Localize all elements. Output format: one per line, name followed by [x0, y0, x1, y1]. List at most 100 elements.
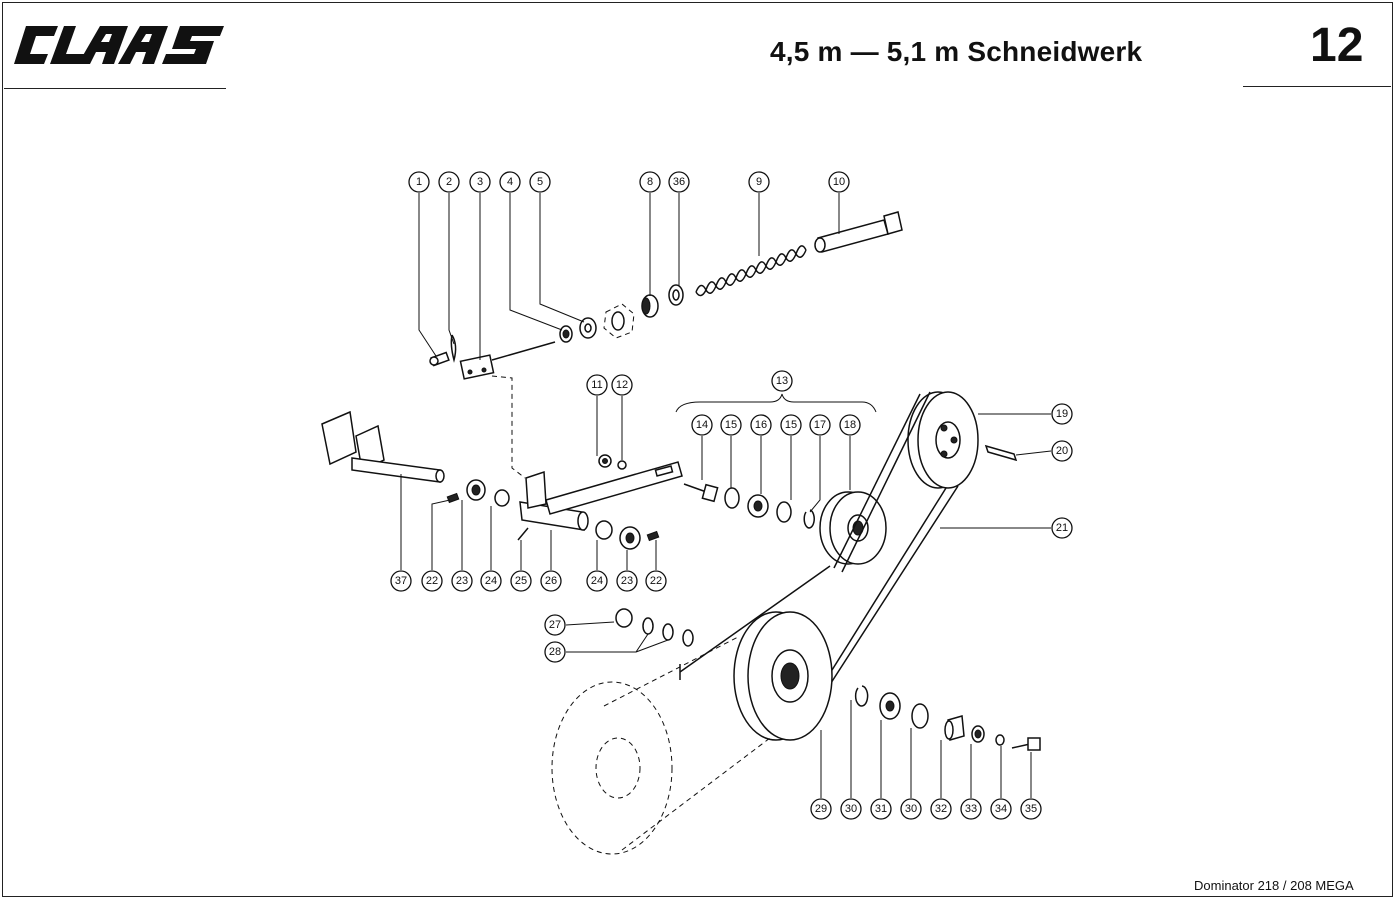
- svg-text:5: 5: [537, 176, 543, 188]
- svg-text:2: 2: [446, 176, 452, 188]
- callout-36: 36: [668, 171, 690, 193]
- circlip-30b: [911, 703, 929, 729]
- callout-37: 37: [390, 570, 412, 592]
- bearing-23b: [619, 526, 641, 550]
- svg-text:16: 16: [755, 419, 767, 431]
- tension-rod-3: [459, 341, 556, 380]
- svg-text:31: 31: [875, 803, 887, 815]
- svg-text:37: 37: [395, 575, 407, 587]
- circlip-30: [854, 685, 869, 707]
- washer-5: [579, 317, 597, 339]
- svg-text:36: 36: [673, 176, 685, 188]
- callout-26: 26: [540, 570, 562, 592]
- callout-20: 20: [1051, 440, 1073, 462]
- svg-text:18: 18: [844, 419, 856, 431]
- callout-23b: 23: [616, 570, 638, 592]
- callout-4: 4: [499, 171, 521, 193]
- svg-text:27: 27: [549, 619, 561, 631]
- callout-9: 9: [748, 171, 770, 193]
- svg-text:33: 33: [965, 803, 977, 815]
- callout-8: 8: [639, 171, 661, 193]
- header-rule-right: [1243, 86, 1391, 87]
- pulley-29: [733, 611, 833, 741]
- svg-text:28: 28: [549, 646, 561, 658]
- svg-text:29: 29: [815, 803, 827, 815]
- callout-22: 22: [421, 570, 443, 592]
- washer-15b: [776, 501, 792, 523]
- callout-16: 16: [750, 414, 772, 436]
- svg-text:35: 35: [1025, 803, 1037, 815]
- bushing-27: [615, 608, 633, 628]
- key-20: [984, 444, 1018, 462]
- svg-text:30: 30: [905, 803, 917, 815]
- callout-19: 19: [1051, 403, 1073, 425]
- callout-33: 33: [960, 798, 982, 820]
- callout-31: 31: [870, 798, 892, 820]
- bolt-35: [1011, 737, 1041, 751]
- callout-27: 27: [544, 614, 566, 636]
- bushing-24: [494, 489, 510, 507]
- callout-25: 25: [510, 570, 532, 592]
- page-title: 4,5 m — 5,1 m Schneidwerk: [770, 36, 1143, 67]
- svg-text:21: 21: [1056, 522, 1068, 534]
- callout-24b: 24: [586, 570, 608, 592]
- bearing-31: [879, 692, 901, 720]
- spring-9: [695, 245, 807, 297]
- callout-21: 21: [1051, 517, 1073, 539]
- svg-text:14: 14: [696, 419, 708, 431]
- svg-text:10: 10: [833, 176, 845, 188]
- svg-text:30: 30: [845, 803, 857, 815]
- nut-4: [559, 325, 573, 343]
- washer-34: [995, 734, 1005, 746]
- callout-32: 32: [930, 798, 952, 820]
- callout-10: 10: [828, 171, 850, 193]
- bushing-8: [641, 294, 659, 318]
- callouts: 1 2 3 4 5 8 36 9 10 11 12 13 14 15 16 15…: [390, 171, 1073, 820]
- svg-text:15: 15: [725, 419, 737, 431]
- circlip-17: [803, 509, 815, 529]
- callout-14: 14: [691, 414, 713, 436]
- callout-13: 13: [771, 370, 793, 392]
- page-number: 12: [1310, 19, 1364, 72]
- callout-11: 11: [586, 374, 608, 396]
- phantom-pulley: [551, 635, 771, 855]
- washer-15: [724, 487, 740, 509]
- callout-34: 34: [990, 798, 1012, 820]
- svg-text:17: 17: [814, 419, 826, 431]
- svg-text:26: 26: [545, 575, 557, 587]
- drive-pulley-19: [907, 391, 979, 489]
- washer-36: [668, 284, 684, 306]
- svg-text:9: 9: [756, 176, 762, 188]
- bolt-1: [429, 351, 450, 367]
- model-footer: Dominator 218 / 208 MEGA: [1194, 878, 1354, 893]
- svg-text:20: 20: [1056, 445, 1068, 457]
- split-pin-2: [450, 334, 457, 363]
- callout-23: 23: [451, 570, 473, 592]
- nut-11: [598, 454, 612, 468]
- callout-2: 2: [438, 171, 460, 193]
- callout-28: 28: [544, 641, 566, 663]
- svg-text:22: 22: [426, 575, 438, 587]
- bolt-14: [683, 483, 719, 503]
- svg-text:11: 11: [591, 379, 602, 391]
- svg-text:4: 4: [507, 176, 513, 188]
- claas-logo: [14, 26, 224, 64]
- svg-text:13: 13: [776, 375, 788, 387]
- bracket-37: [321, 410, 445, 483]
- svg-text:15: 15: [785, 419, 797, 431]
- sleeve-10: [814, 211, 903, 253]
- spacer-32: [944, 715, 965, 741]
- callout-24: 24: [480, 570, 502, 592]
- group-bracket-13: [675, 393, 877, 413]
- v-belt-21: [679, 391, 959, 703]
- svg-text:32: 32: [935, 803, 947, 815]
- svg-text:1: 1: [416, 176, 422, 188]
- svg-text:19: 19: [1056, 408, 1068, 420]
- bearing-23: [466, 479, 486, 501]
- set-screw-22: [446, 492, 460, 504]
- callout-17: 17: [809, 414, 831, 436]
- callout-15b: 15: [780, 414, 802, 436]
- svg-text:22: 22: [650, 575, 662, 587]
